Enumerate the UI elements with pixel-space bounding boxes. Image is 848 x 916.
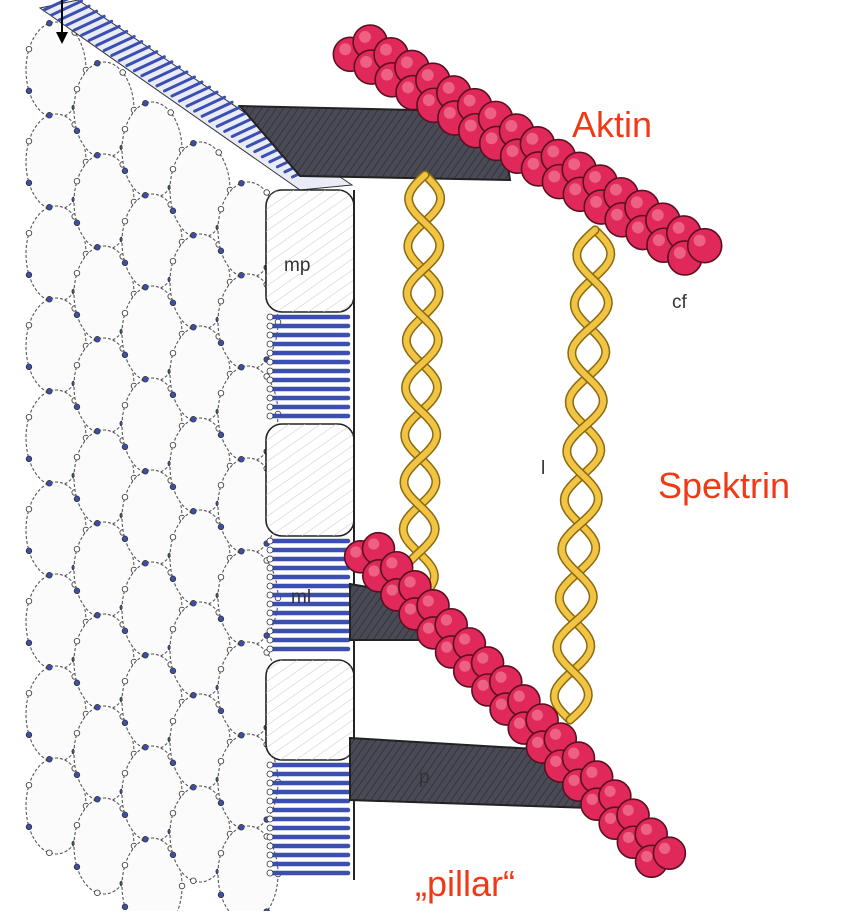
actin-bead-chain-bottom	[345, 533, 686, 878]
spectrin-strand-right	[554, 230, 611, 720]
spectrin-strand-left	[403, 175, 441, 600]
cf-label: cf	[672, 293, 687, 312]
aktin-label: Aktin	[572, 107, 652, 143]
spektrin-label: Spektrin	[658, 468, 790, 504]
ml-label: ml	[291, 588, 311, 607]
actin-filament-bottom	[345, 533, 686, 878]
pillar-label: „pillar“	[415, 866, 515, 902]
p-label: p	[419, 768, 430, 787]
mp-label: mp	[284, 256, 310, 275]
l-label: l	[541, 459, 545, 478]
